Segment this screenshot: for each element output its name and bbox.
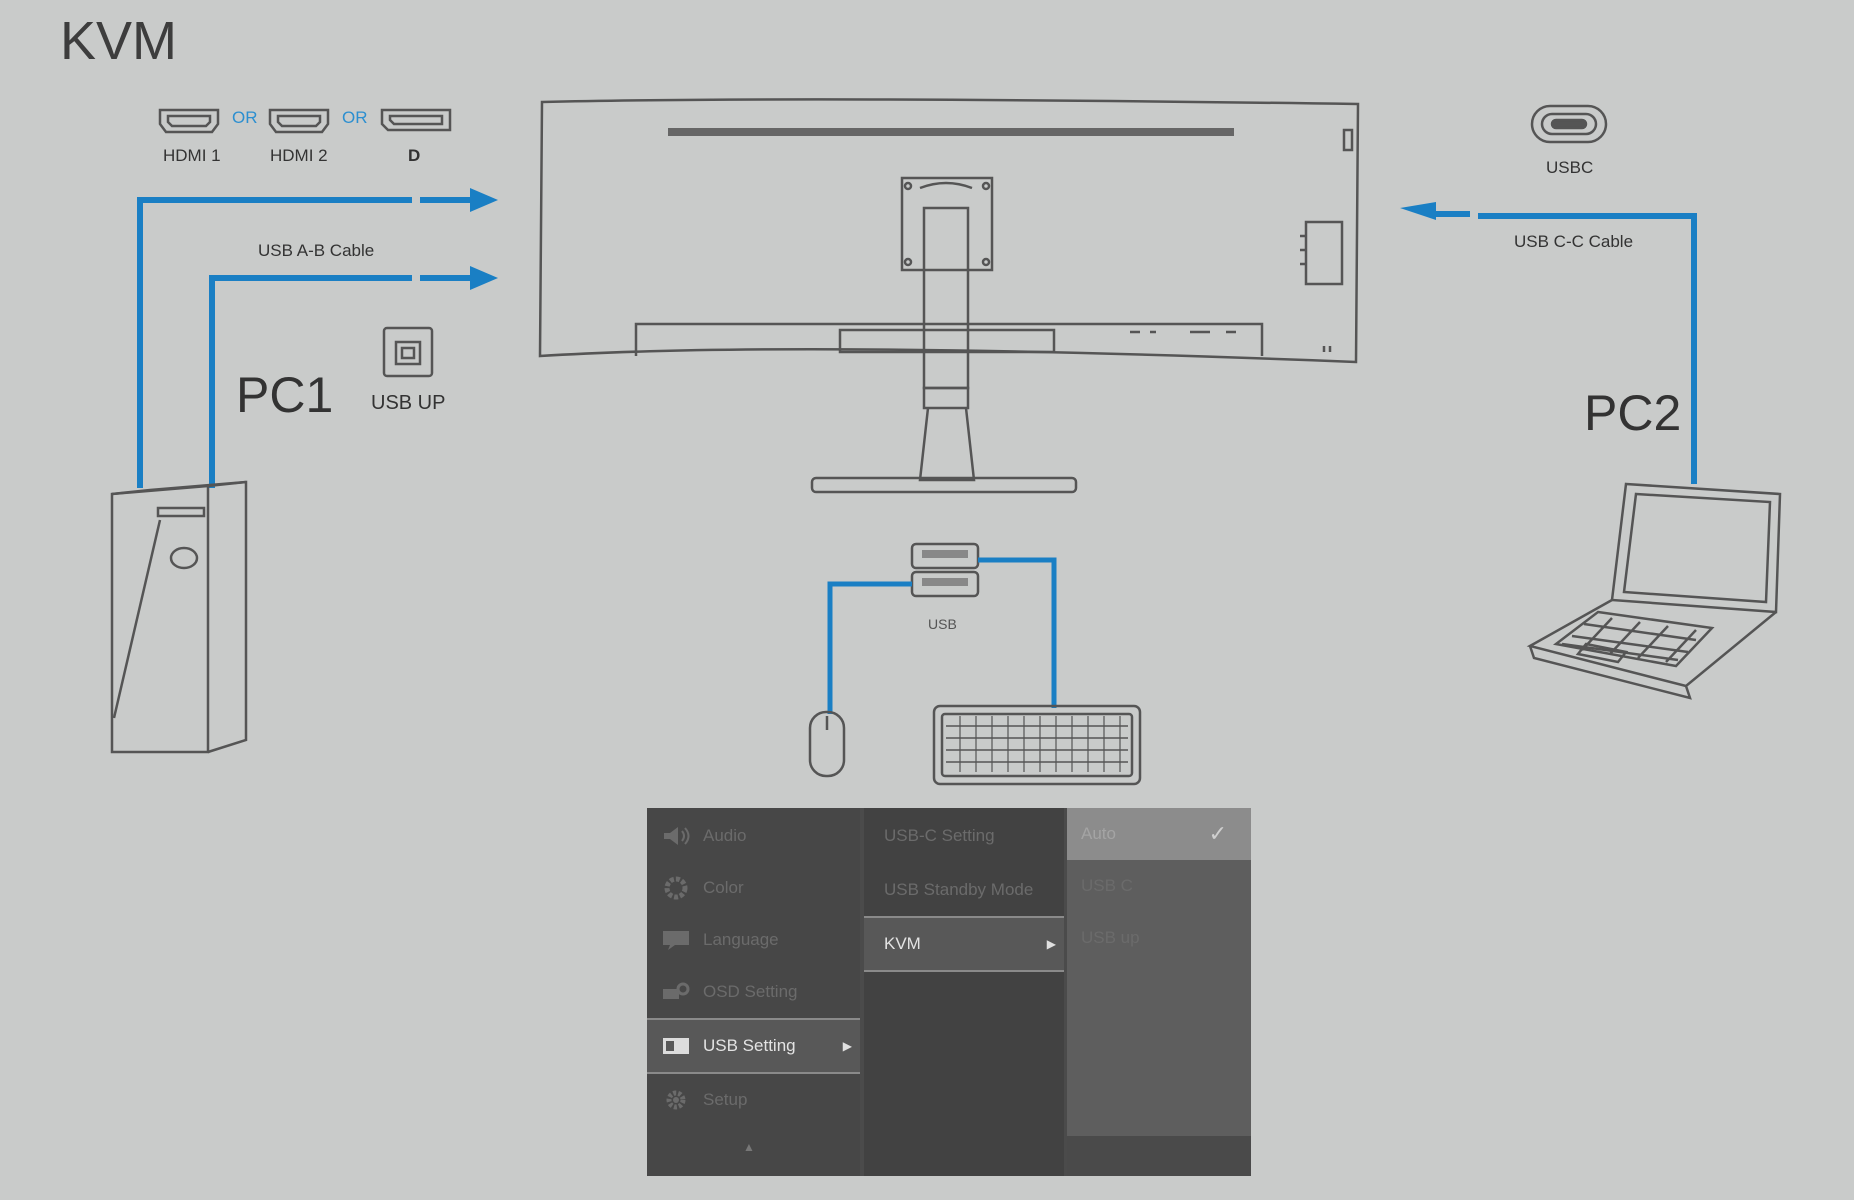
osd-setting-icon <box>661 981 691 1003</box>
or-label-1: OR <box>232 108 258 127</box>
checkmark-icon: ✓ <box>1208 821 1227 846</box>
pc1-label: PC1 <box>236 367 334 423</box>
osd-sub-usb-standby[interactable]: USB Standby Mode <box>864 864 1064 916</box>
osd-sub-label: USB Standby Mode <box>884 880 1034 899</box>
osd-sub-label: KVM <box>884 934 921 953</box>
pc-tower-icon <box>110 480 248 754</box>
osd-item-usb-setting[interactable]: USB Setting ▶ <box>647 1018 860 1074</box>
hdmi2-label: HDMI 2 <box>270 146 328 165</box>
chevron-right-icon: ▶ <box>1046 937 1056 951</box>
osd-main-menu: Audio Color Language OSD Setting <box>647 808 860 1176</box>
page-title: KVM <box>60 11 178 71</box>
osd-sub-label: USB-C Setting <box>884 826 995 845</box>
mouse-icon <box>808 710 846 778</box>
monitor-back <box>538 98 1360 494</box>
left-arrowheads <box>470 188 498 290</box>
osd-item-label: Setup <box>703 1090 748 1109</box>
usbc-label: USBC <box>1546 158 1594 177</box>
hdmi2-port-icon <box>268 108 330 134</box>
chevron-up-icon: ▲ <box>743 1140 755 1154</box>
osd-item-audio[interactable]: Audio <box>647 810 860 862</box>
language-icon <box>661 929 691 951</box>
osd-item-color[interactable]: Color <box>647 862 860 914</box>
laptop-icon <box>1526 482 1782 700</box>
color-wheel-icon <box>661 876 691 900</box>
usb-up-label: USB UP <box>371 392 446 414</box>
osd-option-auto[interactable]: Auto ✓ <box>1067 808 1251 860</box>
hdmi1-label: HDMI 1 <box>163 146 221 165</box>
osd-sub-kvm[interactable]: KVM ▶ <box>864 916 1064 972</box>
osd-options-footer <box>1067 1136 1251 1176</box>
osd-option-usb-up[interactable]: USB up <box>1067 912 1251 964</box>
pc1-cables <box>137 197 470 488</box>
osd-item-label: OSD Setting <box>703 982 798 1001</box>
keyboard-icon <box>932 704 1142 786</box>
osd-item-osd-setting[interactable]: OSD Setting <box>647 966 860 1018</box>
dp-label: D <box>408 146 421 165</box>
osd-sub-usbc-setting[interactable]: USB-C Setting <box>864 810 1064 862</box>
osd-item-label: Language <box>703 930 779 949</box>
usb-ab-cable-label: USB A-B Cable <box>258 241 375 260</box>
usbc-port-icon <box>1530 104 1608 144</box>
or-label-2: OR <box>342 108 368 127</box>
osd-option-usbc[interactable]: USB C <box>1067 860 1251 912</box>
osd-option-label: USB up <box>1081 928 1140 947</box>
osd-item-label: Audio <box>703 826 747 845</box>
usb-b-port-icon <box>382 326 434 378</box>
osd-option-label: USB C <box>1081 876 1133 895</box>
osd-option-label: Auto <box>1081 824 1116 843</box>
speaker-icon <box>661 825 691 847</box>
usb-setting-icon <box>661 1035 691 1057</box>
displayport-icon <box>380 108 452 132</box>
usb-hub-label: USB <box>928 616 957 632</box>
osd-item-label: USB Setting <box>703 1036 796 1055</box>
osd-item-label: Color <box>703 878 744 897</box>
osd-item-language[interactable]: Language <box>647 914 860 966</box>
pc2-label: PC2 <box>1584 385 1682 441</box>
osd-options: Auto ✓ USB C USB up <box>1067 808 1251 1176</box>
peripheral-cables <box>827 557 1057 714</box>
hdmi1-port-icon <box>158 108 220 134</box>
chevron-right-icon: ▶ <box>842 1039 852 1053</box>
osd-menu: Audio Color Language OSD Setting <box>647 808 1251 1176</box>
usb-cc-cable-label: USB C-C Cable <box>1514 232 1634 251</box>
usb-hub-ports-icon <box>910 542 980 598</box>
pc2-cable <box>1436 211 1697 484</box>
right-arrowhead <box>1400 202 1436 220</box>
gear-icon <box>661 1089 691 1111</box>
osd-sub-menu: USB-C Setting USB Standby Mode KVM ▶ <box>864 808 1064 1176</box>
osd-item-setup[interactable]: Setup <box>647 1074 860 1126</box>
